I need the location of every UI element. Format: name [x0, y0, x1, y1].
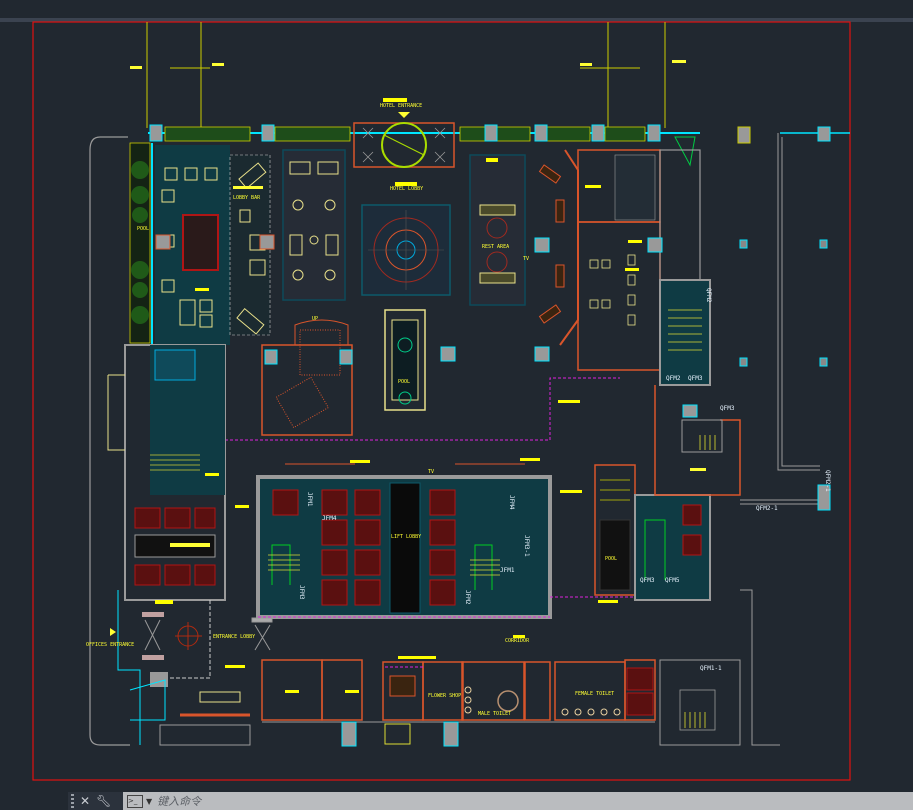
ne-stair [659, 279, 711, 386]
label-female-toilet: FEMALE TOILET [575, 691, 614, 697]
column [534, 346, 550, 362]
level-markers [130, 60, 686, 69]
label-jfm1-east: JFM1 [500, 567, 515, 574]
east-stair-2 [654, 385, 741, 496]
command-input[interactable] [155, 793, 360, 809]
label-jfm3-1: JFM3-1 [523, 535, 530, 557]
lift-core [256, 475, 660, 619]
label-offices-entrance: OFFICES ENTRANCE [86, 642, 134, 648]
chevron-down-icon[interactable]: ▼ [146, 796, 153, 806]
lobby-carpet [361, 204, 451, 296]
label-qfm2-1-vertical: QFM2-1 [824, 470, 831, 492]
viewport-top-border [0, 18, 913, 22]
lobby-east-wall [559, 149, 579, 346]
label-jfm4-east: JFM4 [508, 495, 515, 510]
zone-boundary [225, 377, 620, 441]
label-jfm1: JFM1 [306, 492, 313, 507]
label-lift-lobby: LIFT LOBBY [391, 534, 421, 540]
label-pool-left: POOL [137, 226, 149, 232]
label-jfm2: JFM2 [464, 590, 471, 605]
offices-entrance [110, 590, 251, 746]
label-qfm2-1: QFM2-1 [756, 505, 778, 512]
label-qfm3-stair: QFM3 [720, 405, 735, 412]
planting-strip [129, 142, 153, 345]
annotation-tags [155, 98, 642, 693]
label-hotel-entrance: HOTEL ENTRANCE [380, 103, 422, 109]
entrance-lobby-door [251, 617, 273, 651]
label-qfm3-east: QFM3 [640, 577, 655, 584]
south-rooms [261, 659, 656, 721]
label-jfm4: JFM4 [322, 515, 337, 522]
drawing-frame [32, 21, 851, 781]
label-male-toilet: MALE TOILET [478, 711, 511, 717]
label-qfm5: QFM5 [665, 577, 680, 584]
command-line: ✕ 🔧︎ >_ ▼ [68, 792, 913, 810]
grid-lines [146, 22, 666, 128]
west-core [107, 344, 226, 601]
label-qfm2-vertical: QFM2 [705, 288, 712, 303]
columns-grid [739, 239, 828, 367]
command-input-area[interactable]: >_ ▼ [123, 792, 913, 810]
site-boundary [89, 136, 130, 746]
label-jfm3: JFM3 [298, 585, 305, 600]
command-prompt-icon[interactable]: >_ [127, 794, 143, 808]
label-pool-center: POOL [398, 379, 410, 385]
rest-area-carpet [469, 154, 526, 306]
east-structure [659, 126, 850, 746]
label-qfm2: QFM2 [666, 375, 681, 382]
se-stair [679, 689, 716, 731]
label-entrance-lobby: ENTRANCE LOBBY [213, 634, 255, 640]
label-lobby-bar: LOBBY BAR [233, 195, 261, 201]
lobby-bar-area [155, 145, 275, 345]
command-line-handle[interactable]: ✕ 🔧︎ [68, 792, 123, 810]
water-feature [384, 309, 426, 411]
reception-desks [538, 164, 565, 324]
grand-stair [261, 319, 353, 436]
label-flower-shop: FLOWER SHOP [428, 693, 461, 699]
close-icon[interactable]: ✕ [80, 794, 91, 808]
hotel-entrance-door [353, 112, 455, 168]
label-tv-lift: TV [428, 469, 434, 475]
south-room-details [262, 666, 655, 747]
label-up-stair: UP [312, 316, 318, 322]
column [534, 237, 550, 253]
label-rest-area: REST AREA [482, 244, 509, 250]
label-qfm3: QFM3 [688, 375, 703, 382]
label-corridor: CORRIDOR [505, 638, 530, 644]
lounge-carpet [282, 149, 346, 301]
column [440, 346, 456, 362]
label-hotel-lobby: HOTEL LOBBY [390, 186, 423, 192]
east-stair [594, 464, 711, 601]
label-qfm1-1: QFM1-1 [700, 665, 722, 672]
label-tv-rest: TV [523, 256, 529, 262]
label-pool-east: POOL [605, 556, 617, 562]
drag-grip-icon[interactable] [71, 794, 74, 808]
north-facade [148, 124, 751, 167]
wrench-icon[interactable]: 🔧︎ [96, 794, 112, 808]
